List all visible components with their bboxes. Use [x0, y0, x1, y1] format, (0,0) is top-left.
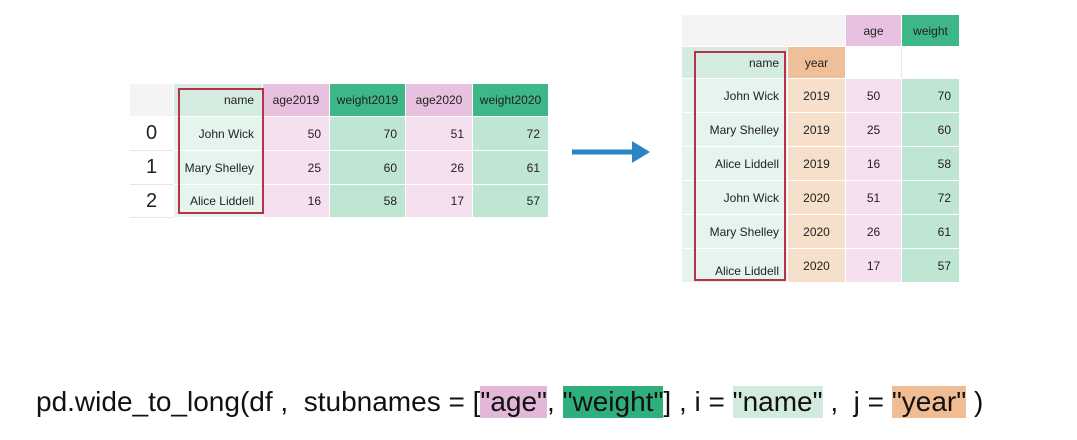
wide-row-index: 2 — [130, 185, 174, 218]
long-cell-age: 50 — [846, 79, 902, 113]
long-cell-name: John Wick — [682, 181, 788, 215]
wide-cell-name: Mary Shelley — [174, 151, 263, 185]
code-i-value: "name" — [732, 386, 823, 418]
wide-cell-weight2020: 61 — [473, 151, 549, 185]
wide-cell-weight2019: 70 — [330, 117, 406, 151]
code-j-argument: , j = — [822, 386, 892, 417]
long-cell-age: 26 — [846, 215, 902, 249]
long-cell-year: 2020 — [788, 249, 846, 283]
wide-cell-weight2020: 57 — [473, 185, 549, 218]
long-header-weight: weight — [902, 15, 960, 47]
wide-table: name age2019 weight2019 age2020 weight20… — [130, 84, 550, 218]
long-cell-year: 2019 — [788, 147, 846, 181]
transform-arrow-icon — [572, 141, 650, 163]
code-i-argument: ] , i = — [663, 386, 733, 417]
wide-table-corner — [130, 84, 174, 117]
code-close-paren: ) — [966, 386, 984, 417]
long-cell-age: 25 — [846, 113, 902, 147]
wide-cell-weight2019: 60 — [330, 151, 406, 185]
wide-cell-age2020: 51 — [406, 117, 473, 151]
long-cell-name: Mary Shelley — [682, 113, 788, 147]
long-cell-year: 2020 — [788, 181, 846, 215]
long-cell-year: 2019 — [788, 79, 846, 113]
code-stubname-weight: "weight" — [562, 386, 664, 418]
wide-cell-age2020: 26 — [406, 151, 473, 185]
wide-header-age2019: age2019 — [263, 84, 330, 117]
wide-cell-age2019: 50 — [263, 117, 330, 151]
code-stubname-age: "age" — [480, 386, 547, 418]
long-cell-weight: 72 — [902, 181, 960, 215]
long-cell-weight: 58 — [902, 147, 960, 181]
code-snippet: pd.wide_to_long(df , stubnames = [ "age"… — [36, 382, 983, 422]
wide-cell-age2020: 17 — [406, 185, 473, 218]
wide-cell-weight2020: 72 — [473, 117, 549, 151]
code-comma: , — [547, 386, 563, 417]
code-j-value: "year" — [891, 386, 967, 418]
wide-cell-name: John Wick — [174, 117, 263, 151]
long-cell-name: John Wick — [682, 79, 788, 113]
long-header-age: age — [846, 15, 902, 47]
long-cell-year: 2019 — [788, 113, 846, 147]
wide-header-weight2020: weight2020 — [473, 84, 549, 117]
long-cell-weight: 60 — [902, 113, 960, 147]
long-cell-age: 17 — [846, 249, 902, 283]
wide-cell-age2019: 16 — [263, 185, 330, 218]
long-cell-age: 51 — [846, 181, 902, 215]
long-header-empty — [846, 47, 902, 79]
long-header-name: name — [682, 47, 788, 79]
wide-cell-weight2019: 58 — [330, 185, 406, 218]
long-cell-year: 2020 — [788, 215, 846, 249]
code-function-call: pd.wide_to_long(df , stubnames = [ — [36, 386, 481, 417]
long-cell-weight: 57 — [902, 249, 960, 283]
wide-row-index: 0 — [130, 117, 174, 151]
wide-cell-age2019: 25 — [263, 151, 330, 185]
wide-header-weight2019: weight2019 — [330, 84, 406, 117]
long-cell-name: Alice Liddell — [682, 249, 788, 283]
long-cell-age: 16 — [846, 147, 902, 181]
long-table: age weight name year John Wick 2019 50 7… — [682, 15, 960, 283]
long-cell-weight: 70 — [902, 79, 960, 113]
wide-header-age2020: age2020 — [406, 84, 473, 117]
long-header-year: year — [788, 47, 846, 79]
long-cell-name: Mary Shelley — [682, 215, 788, 249]
wide-cell-name: Alice Liddell — [174, 185, 263, 218]
long-cell-weight: 61 — [902, 215, 960, 249]
wide-header-name: name — [174, 84, 263, 117]
wide-row-index: 1 — [130, 151, 174, 185]
long-header-empty — [902, 47, 960, 79]
long-table-corner — [682, 15, 846, 47]
long-cell-name: Alice Liddell — [682, 147, 788, 181]
